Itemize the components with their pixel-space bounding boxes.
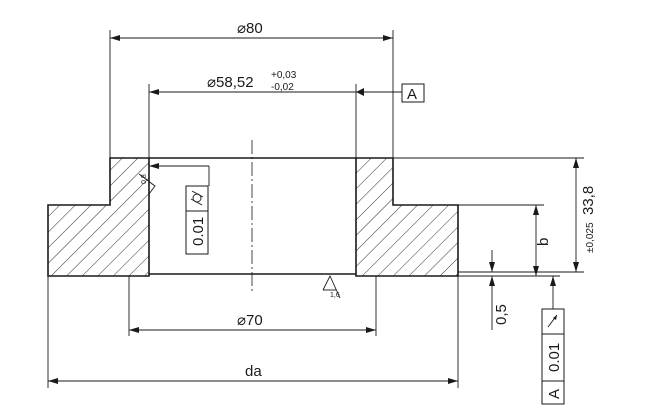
face-roughness-value: 1,6 [330, 292, 340, 299]
height-label: 33,8 [580, 186, 597, 215]
bore-tol-lower: -0,02 [271, 82, 294, 93]
outer-base-label: da [245, 363, 262, 380]
datum-a-label: A [407, 86, 417, 103]
left-section-hatch [47, 157, 150, 277]
bottom-diameter-label: ⌀70 [237, 312, 263, 329]
runout-value: 0.01 [546, 343, 563, 372]
recess-depth-label: 0,5 [493, 304, 510, 325]
dim-recess-depth: 0,5 [489, 250, 510, 330]
cylindricity-frame: 0.01 [149, 163, 210, 255]
right-extension-lines [393, 157, 584, 277]
cylindricity-value: 0.01 [190, 217, 207, 246]
part-section [47, 140, 459, 292]
bore-diameter-label: ⌀58,52 [207, 74, 254, 91]
dim-outer-diameter: ⌀80 [109, 20, 394, 158]
step-height-label: b [535, 238, 552, 246]
bore-roughness-value: 0,8 [141, 174, 148, 184]
face-roughness-symbol: 1,6 [322, 274, 341, 299]
dim-outer-base: da [47, 276, 459, 388]
dim-step-height: b [533, 205, 552, 276]
runout-frame: 0.01 A [541, 276, 565, 405]
dim-total-height: 33,8 ±0,025 [573, 158, 597, 272]
dim-bottom-diameter: ⌀70 [128, 276, 377, 336]
dim-bore-diameter: ⌀58,52 +0,03 -0,02 [148, 70, 402, 158]
right-section-hatch [355, 157, 459, 277]
outer-diameter-label: ⌀80 [237, 20, 263, 37]
datum-a: A [401, 83, 425, 103]
bore-roughness-symbol: 0,8 [138, 173, 156, 195]
bore-tol-upper: +0,03 [271, 70, 297, 81]
runout-datum: A [546, 389, 563, 399]
height-tol-label: ±0,025 [585, 222, 596, 253]
